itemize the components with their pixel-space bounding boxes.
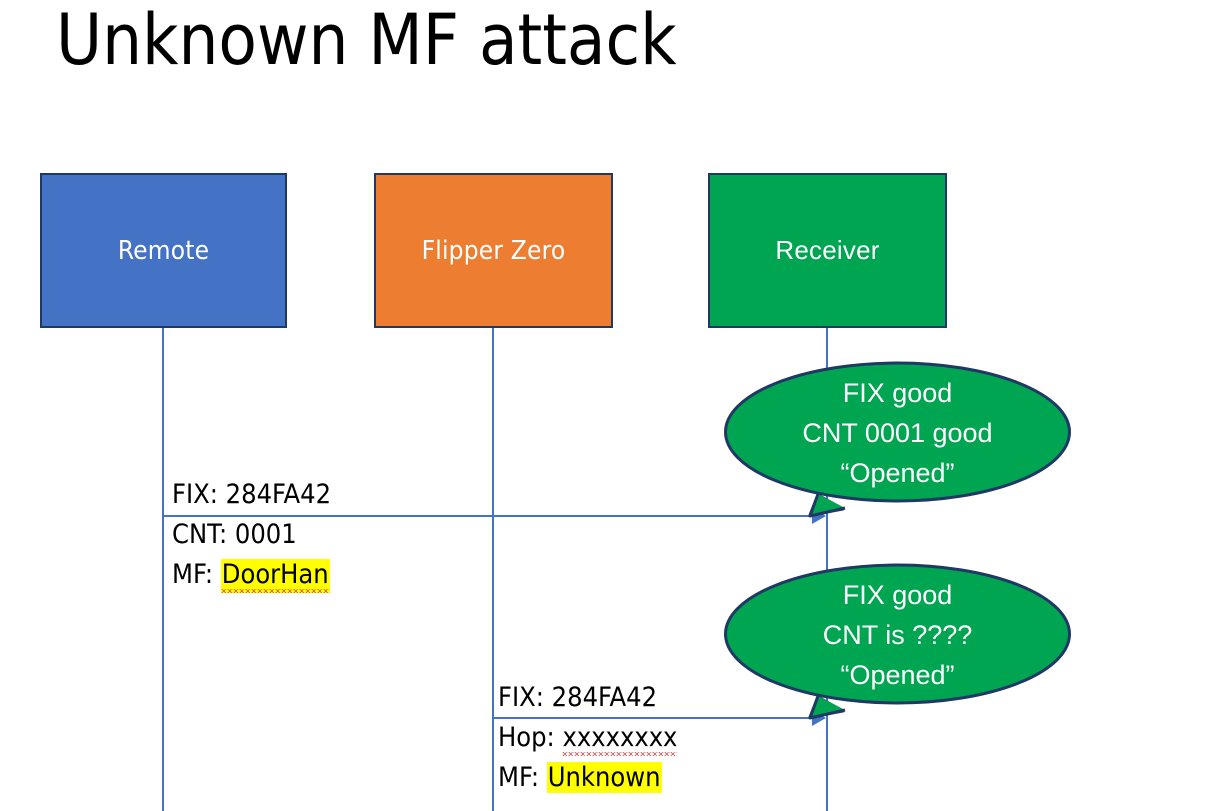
actor-label-remote: Remote xyxy=(117,235,210,266)
message-1-line-3: MF: DoorHan xyxy=(172,555,331,595)
message-arrow-line-2 xyxy=(493,717,814,719)
callout-bubble-1[interactable]: FIX good CNT 0001 good “Opened” xyxy=(723,360,1072,520)
lifeline-flipper xyxy=(492,328,494,811)
message-1-line-2-prefix: CNT: xyxy=(172,519,235,550)
actor-box-receiver[interactable]: Receiver xyxy=(708,173,947,328)
actor-box-remote[interactable]: Remote xyxy=(40,173,287,328)
message-label-2: FIX: 284FA42 Hop: xxxxxxxx MF: Unknown xyxy=(498,678,678,798)
message-1-line-2: CNT: 0001 xyxy=(172,515,331,555)
message-2-line-1: FIX: 284FA42 xyxy=(498,678,677,718)
message-arrow-line-1 xyxy=(163,515,814,517)
message-1-line-2-value: 0001 xyxy=(234,519,297,550)
lifeline-remote xyxy=(162,328,164,811)
page-title: Unknown MF attack xyxy=(56,0,677,81)
message-2-line-3-value: Unknown xyxy=(546,762,662,793)
actor-box-flipper-zero[interactable]: Flipper Zero xyxy=(374,173,613,328)
message-1-line-1-prefix: FIX: xyxy=(172,479,226,510)
message-2-line-3: MF: Unknown xyxy=(498,758,677,798)
message-1-line-3-prefix: MF: xyxy=(172,559,221,590)
message-2-line-1-prefix: FIX: xyxy=(498,682,552,713)
message-1-line-1: FIX: 284FA42 xyxy=(172,475,331,515)
callout-bubble-2[interactable]: FIX good CNT is ???? “Opened” xyxy=(723,562,1072,722)
message-2-line-2-prefix: Hop: xyxy=(498,722,563,753)
callout-2-shape xyxy=(724,563,1071,720)
message-2-line-2-value: xxxxxxxx xyxy=(562,722,678,756)
message-1-line-3-value: DoorHan xyxy=(221,559,330,593)
actor-label-flipper-zero: Flipper Zero xyxy=(421,235,566,266)
actor-label-receiver: Receiver xyxy=(775,235,880,265)
message-2-line-3-prefix: MF: xyxy=(498,762,547,793)
message-label-1: FIX: 284FA42 CNT: 0001 MF: DoorHan xyxy=(172,475,331,595)
message-2-line-2: Hop: xxxxxxxx xyxy=(498,718,678,758)
callout-1-shape xyxy=(724,361,1071,518)
message-1-line-1-value: 284FA42 xyxy=(225,479,332,510)
message-2-line-1-value: 284FA42 xyxy=(551,682,658,713)
